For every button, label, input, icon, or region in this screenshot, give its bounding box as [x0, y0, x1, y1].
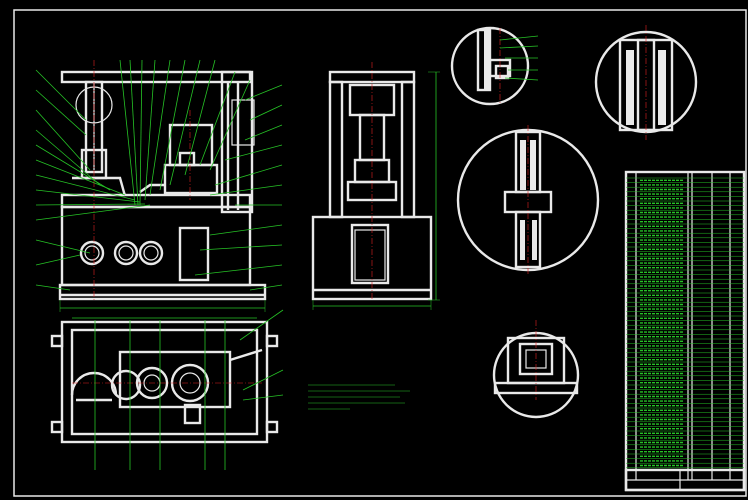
front-elevation-view [35, 59, 283, 312]
detail-view-c [456, 125, 600, 275]
detail-view-a [450, 26, 539, 106]
detail-view-b [594, 25, 698, 140]
side-elevation-view [311, 62, 440, 310]
technical-notes-block [308, 384, 410, 410]
detail-view-d [492, 320, 580, 419]
parts-list-table [624, 170, 746, 492]
plan-view [50, 309, 284, 470]
drawing-border [13, 9, 747, 497]
